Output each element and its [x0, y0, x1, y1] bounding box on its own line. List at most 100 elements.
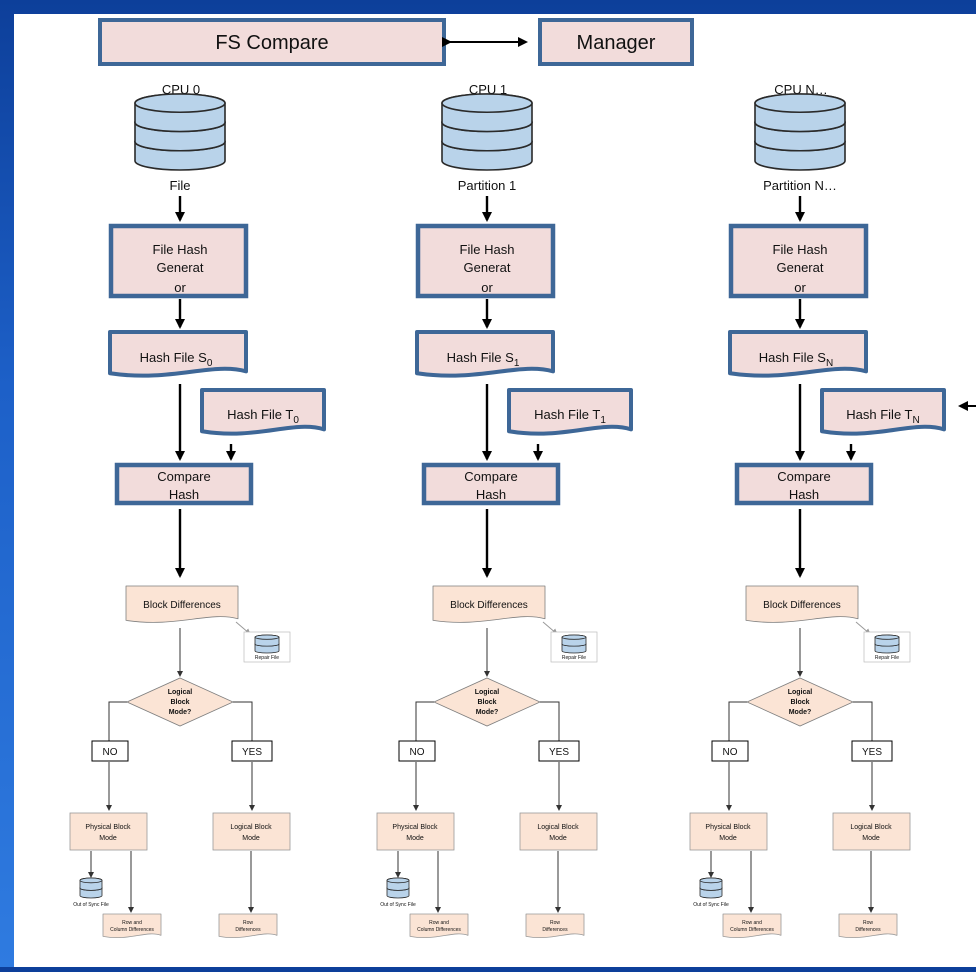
svg-text:NO: NO: [723, 747, 738, 758]
svg-text:Hash File TN: Hash File TN: [846, 407, 919, 426]
yes-label-box: YES: [231, 740, 273, 762]
cpu-label: CPU 0: [162, 82, 200, 97]
svg-text:Mode: Mode: [242, 835, 260, 842]
svg-text:Block: Block: [170, 699, 189, 706]
out-of-sync-label: Out of Sync File: [380, 902, 416, 908]
out-of-sync-db-icon: [699, 877, 723, 899]
hash-file-s-doc: Hash File S1: [415, 330, 555, 378]
svg-text:YES: YES: [549, 747, 569, 758]
svg-text:Block: Block: [790, 699, 809, 706]
svg-text:Differences: Differences: [855, 927, 881, 933]
out-of-sync-db-icon: [79, 877, 103, 899]
cpu-label: CPU N…: [774, 82, 827, 97]
svg-text:Mode?: Mode?: [476, 709, 499, 716]
manager-box: Manager: [538, 18, 694, 66]
block-differences-doc: Block Differences: [125, 585, 239, 623]
cpu-database-icon: [754, 93, 846, 171]
svg-text:NO: NO: [103, 747, 118, 758]
branch-yes: [540, 701, 560, 741]
cpu-database-icon: [441, 93, 533, 171]
svg-text:Out of Sync File: Out of Sync File: [73, 902, 109, 908]
svg-text:Repair File: Repair File: [562, 655, 586, 661]
repair-file-db-icon: [874, 634, 900, 654]
svg-text:File Hash: File Hash: [460, 242, 515, 257]
svg-text:Hash: Hash: [169, 487, 199, 502]
svg-text:File Hash: File Hash: [153, 242, 208, 257]
svg-text:Out of Sync File: Out of Sync File: [380, 902, 416, 908]
svg-text:Hash File S0: Hash File S0: [140, 350, 213, 369]
svg-text:Mode: Mode: [862, 835, 880, 842]
no-label-box: NO: [91, 740, 129, 762]
svg-text:Repair File: Repair File: [875, 655, 899, 661]
svg-text:Row: Row: [863, 920, 873, 926]
svg-text:Column Differences: Column Differences: [730, 927, 774, 933]
svg-text:Compare: Compare: [157, 469, 210, 484]
svg-text:Logical: Logical: [475, 689, 500, 696]
svg-text:File: File: [170, 178, 191, 193]
svg-text:Block Differences: Block Differences: [450, 600, 528, 611]
svg-text:Repair File: Repair File: [255, 655, 279, 661]
svg-text:Hash File S1: Hash File S1: [447, 350, 520, 369]
svg-text:Logical: Logical: [788, 689, 813, 696]
branch-no: [728, 701, 747, 741]
svg-text:CPU 0: CPU 0: [162, 82, 200, 97]
hash-file-s-doc: Hash File S0: [108, 330, 248, 378]
hash-file-t-doc: Hash File T0: [200, 388, 326, 436]
svg-text:or: or: [174, 280, 186, 295]
svg-text:YES: YES: [242, 747, 262, 758]
yes-label-box: YES: [851, 740, 893, 762]
svg-text:Compare: Compare: [464, 469, 517, 484]
block-differences-doc: Block Differences: [745, 585, 859, 623]
svg-text:Physical Block: Physical Block: [85, 824, 131, 831]
svg-text:Block Differences: Block Differences: [763, 600, 841, 611]
svg-text:Mode?: Mode?: [169, 709, 192, 716]
hash-file-s-doc: Hash File SN: [728, 330, 868, 378]
source-label: Partition N…: [763, 178, 837, 193]
svg-text:Partition 1: Partition 1: [458, 178, 517, 193]
svg-text:Hash File T1: Hash File T1: [534, 407, 606, 426]
hash-file-t-doc: Hash File TN: [820, 388, 946, 436]
svg-text:Block: Block: [477, 699, 496, 706]
svg-text:or: or: [481, 280, 493, 295]
no-label-box: NO: [711, 740, 749, 762]
svg-text:Block Differences: Block Differences: [143, 600, 221, 611]
cpu-database-icon: [134, 93, 226, 171]
branch-yes: [233, 701, 253, 741]
no-label-box: NO: [398, 740, 436, 762]
svg-text:Row and: Row and: [429, 920, 449, 926]
svg-text:Compare: Compare: [777, 469, 830, 484]
svg-text:Mode: Mode: [719, 835, 737, 842]
svg-text:Generat: Generat: [464, 260, 511, 275]
fs-compare-box: FS Compare: [98, 18, 446, 66]
svg-text:Mode: Mode: [99, 835, 117, 842]
svg-text:Hash: Hash: [476, 487, 506, 502]
svg-text:or: or: [794, 280, 806, 295]
svg-text:Logical Block: Logical Block: [850, 824, 892, 831]
svg-text:Mode?: Mode?: [789, 709, 812, 716]
svg-text:FS Compare: FS Compare: [215, 32, 328, 54]
svg-text:NO: NO: [410, 747, 425, 758]
svg-text:Hash: Hash: [789, 487, 819, 502]
svg-text:Row and: Row and: [122, 920, 142, 926]
